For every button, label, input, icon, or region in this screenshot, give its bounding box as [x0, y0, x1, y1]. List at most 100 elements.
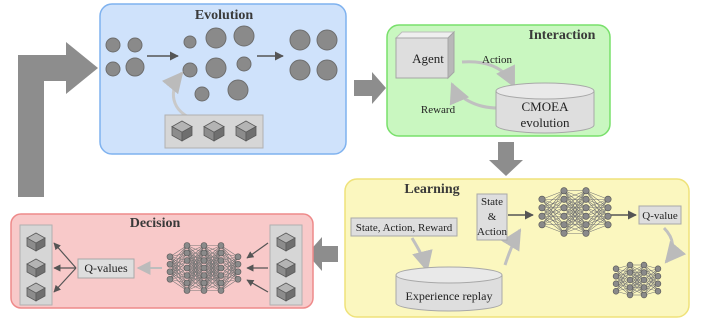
arrow-interaction-to-learning: [489, 142, 523, 176]
cmoea-label-2: evolution: [520, 115, 570, 130]
action-label: Action: [482, 54, 512, 66]
cube-icon: [276, 282, 296, 302]
target-net-node: [612, 273, 620, 280]
decision-net-node: [166, 268, 174, 276]
target-net-node: [654, 288, 662, 295]
target-net-node: [612, 265, 620, 272]
target-net-node: [654, 265, 662, 272]
decision-net-node: [183, 287, 191, 294]
cubes-to-net-arrows: [246, 242, 269, 293]
decision-net-node: [200, 249, 208, 257]
decision-net-node: [183, 257, 191, 264]
learning-net-node: [582, 204, 590, 212]
decision-net-node: [217, 272, 225, 279]
target-net-node: [626, 261, 634, 269]
learning-net-node: [582, 229, 590, 237]
learning-neural-network: [538, 187, 612, 237]
learning-net-node: [582, 187, 590, 195]
learning-net-node: [560, 221, 568, 229]
arrow-evolution-to-interaction: [354, 72, 386, 104]
target-net-node: [654, 280, 662, 287]
decision-net-node: [200, 257, 208, 264]
decision-panel: Decision Q-values: [10, 213, 314, 309]
decision-net-node: [234, 260, 242, 268]
learning-net-node: [604, 195, 612, 203]
feedback-loop-arrow: [18, 42, 98, 197]
population-selected: [289, 29, 338, 81]
learning-net-node: [582, 221, 590, 229]
decision-title: Decision: [130, 216, 181, 231]
reward-label: Reward: [421, 104, 456, 116]
learning-net-node: [538, 204, 546, 212]
decision-net-node: [200, 279, 208, 287]
decision-net-node: [200, 287, 208, 294]
decision-net-node: [166, 253, 174, 261]
agent-box: Agent: [394, 30, 456, 80]
learning-net-node: [604, 212, 612, 220]
decision-net-node: [200, 272, 208, 279]
cube-icon: [235, 120, 257, 142]
decision-net-node: [217, 242, 225, 249]
evolution-title: Evolution: [195, 8, 254, 23]
target-net-node: [640, 291, 648, 299]
cube-icon: [276, 232, 296, 252]
learning-net-node: [560, 212, 568, 220]
target-net-node: [626, 284, 634, 291]
learning-net-node: [604, 221, 612, 229]
state-label: State: [481, 196, 503, 208]
decision-net-node: [183, 249, 191, 257]
sar-to-replay-arrow: [410, 237, 433, 273]
target-net-node: [640, 276, 648, 284]
decision-net-node: [217, 257, 225, 264]
reward-arrow: [449, 82, 499, 110]
learning-net-node: [538, 195, 546, 203]
ampersand-label: &: [488, 211, 497, 223]
learning-net-node: [582, 212, 590, 220]
arrow-learning-to-decision: [307, 237, 338, 271]
cube-icon: [26, 282, 46, 302]
cube-icon: [203, 120, 225, 142]
decision-net-node: [166, 275, 174, 283]
target-net-node: [640, 269, 648, 276]
target-net-node: [654, 273, 662, 280]
target-net-node: [640, 261, 648, 269]
cmoea-label-1: CMOEA: [522, 99, 570, 114]
decision-cubes: [26, 232, 296, 302]
target-net-node: [612, 280, 620, 287]
cube-icon: [26, 258, 46, 278]
state-action-box: [476, 193, 508, 241]
replay-label: Experience replay: [406, 289, 493, 303]
decision-net-node: [217, 287, 225, 294]
decision-net-node: [217, 264, 225, 272]
cube-icon: [276, 258, 296, 278]
learning-net-node: [582, 195, 590, 203]
action-label-2: Action: [477, 226, 507, 238]
decision-net-node: [200, 264, 208, 272]
learning-net-node: [560, 229, 568, 237]
evolution-panel: Evolution: [99, 3, 347, 155]
decision-net-node: [217, 249, 225, 257]
learning-net-node: [604, 204, 612, 212]
operator-cubes: [171, 120, 257, 142]
experience-replay-cylinder: Experience replay: [395, 266, 503, 312]
action-arrow: [461, 60, 516, 88]
cube-icon: [171, 120, 193, 142]
target-net-node: [626, 291, 634, 299]
agent-label: Agent: [412, 51, 444, 66]
learning-title: Learning: [404, 182, 459, 197]
population-offspring: [182, 25, 255, 102]
decision-net-node: [200, 242, 208, 249]
cmoea-cylinder: CMOEA evolution: [495, 82, 595, 134]
target-neural-network: [612, 261, 662, 299]
learning-panel: Learning State, Action, Reward Experienc…: [344, 178, 690, 318]
decision-net-node: [234, 253, 242, 261]
decision-net-node: [183, 242, 191, 249]
qvalue-label: Q-value: [642, 210, 678, 222]
decision-net-node: [183, 279, 191, 287]
replay-to-state-arrow: [501, 228, 522, 266]
interaction-title: Interaction: [529, 28, 596, 43]
interaction-panel: Interaction Agent Action Reward CMOEA ev…: [386, 24, 611, 137]
sar-box: [350, 217, 458, 237]
learning-net-node: [560, 195, 568, 203]
